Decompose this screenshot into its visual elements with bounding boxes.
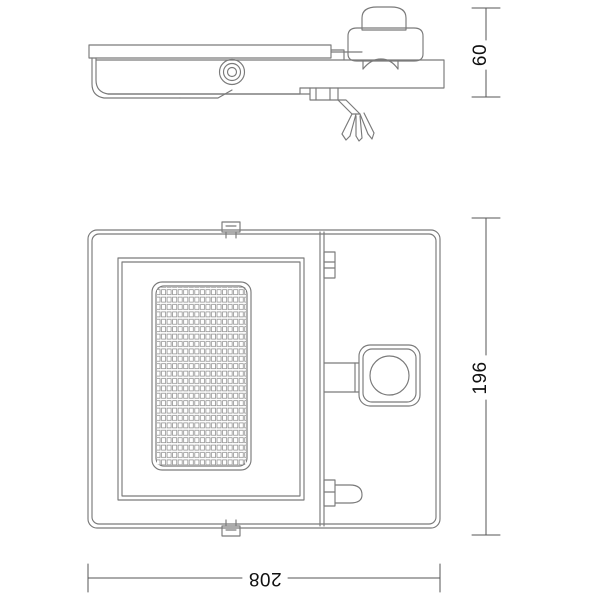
front-view-group [87, 221, 441, 537]
side-housing-main-body [95, 59, 445, 89]
front-top-mount-tab [221, 221, 241, 233]
front-outer-housing [87, 229, 441, 529]
side-body-chamfer [179, 89, 233, 99]
front-sensor-module-outer [358, 344, 421, 407]
side-housing-body-bottom [107, 87, 301, 95]
side-cable-gland [309, 87, 339, 101]
front-led-panel-inner [155, 285, 248, 467]
side-pivot-knob-inner [226, 66, 238, 78]
side-wire-lead-1 [341, 113, 353, 135]
dimension-label-208: 208 [248, 568, 281, 589]
front-lower-bolt-shaft [334, 484, 363, 504]
front-upper-hinge-screw [323, 251, 336, 279]
side-wire-tip-3 [367, 132, 375, 140]
side-plate-step [330, 49, 345, 61]
side-sensor-dome [361, 6, 407, 31]
dimension-label-196: 196 [470, 361, 491, 394]
front-led-grid [157, 287, 246, 465]
side-view-group [88, 6, 445, 142]
front-led-panel-outer [151, 281, 252, 471]
side-housing-lower-left-inner [91, 57, 181, 99]
front-sensor-lens [369, 355, 410, 396]
side-wire-lead-3 [359, 113, 369, 135]
side-wire-tip-2 [355, 135, 363, 142]
front-bottom-mount-tab [221, 525, 241, 537]
side-mounting-plate [88, 44, 332, 59]
side-wire-lead-1b [349, 113, 357, 137]
front-sensor-module-inner [362, 348, 417, 403]
front-bezel-frame-outer [117, 257, 305, 501]
dimension-lines-group [87, 7, 501, 593]
side-pivot-knob-mid [222, 62, 242, 82]
front-outer-housing-inner [91, 233, 437, 525]
side-wire-sleeve [337, 99, 361, 115]
front-bezel-frame-inner [121, 261, 301, 497]
dimension-label-60: 60 [470, 44, 491, 66]
side-sensor-mount-curve [362, 58, 399, 70]
front-lower-bolt-head [323, 479, 336, 507]
side-wire-lead-2b [359, 115, 363, 139]
side-housing-lower-left [95, 57, 311, 95]
side-pivot-knob-outer [218, 58, 246, 86]
side-sensor-body [347, 27, 424, 62]
side-wire-tip-1 [341, 133, 351, 141]
side-wire-lead-3b [363, 112, 375, 134]
